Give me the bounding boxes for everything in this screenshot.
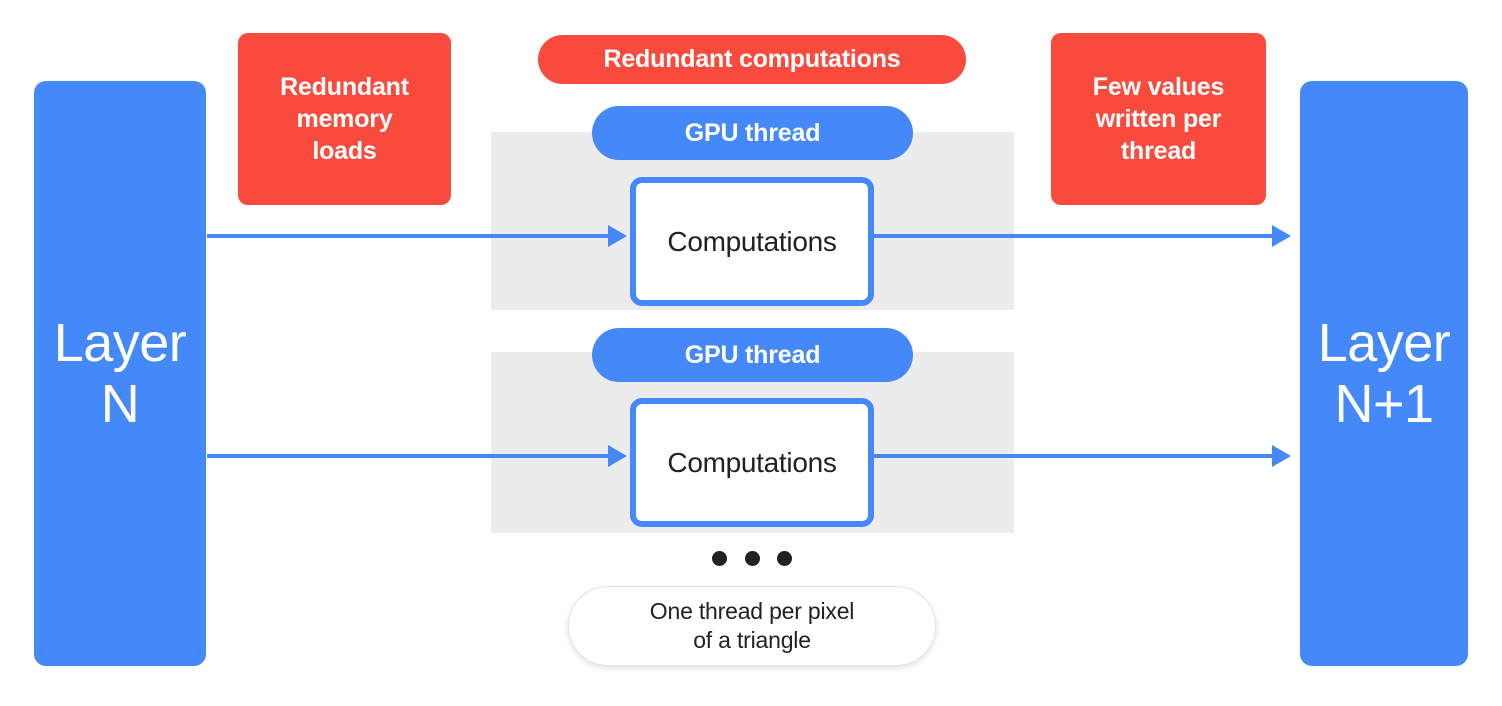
arrow-thread-2-to-layer-n1-head-icon	[1272, 445, 1291, 467]
layer-n-plus-1-block: Layer N+1	[1300, 81, 1468, 666]
ellipsis-dot-3	[777, 550, 792, 566]
more-threads-ellipsis-icon	[712, 548, 792, 568]
arrow-layer-n-to-thread-1-line	[207, 234, 619, 238]
arrow-layer-n-to-thread-1-head-icon	[608, 225, 627, 247]
arrow-thread-2-to-layer-n1-line	[874, 454, 1278, 458]
arrow-thread-1-to-layer-n1-head-icon	[1272, 225, 1291, 247]
callout-redundant-computations: Redundant computations	[538, 35, 966, 84]
arrow-layer-n-to-thread-2-head-icon	[608, 445, 627, 467]
gpu-thread-pill-1: GPU thread	[592, 106, 913, 160]
ellipsis-dot-1	[712, 550, 727, 566]
ellipsis-dot-2	[744, 550, 760, 566]
computations-box-2: Computations	[630, 398, 874, 527]
arrow-thread-1-to-layer-n1-line	[874, 234, 1278, 238]
callout-redundant-memory-loads: Redundant memory loads	[238, 33, 451, 205]
arrow-layer-n-to-thread-2-line	[207, 454, 619, 458]
callout-few-values-written-per-thread: Few values written per thread	[1051, 33, 1266, 205]
layer-n-block: Layer N	[34, 81, 206, 666]
computations-box-1: Computations	[630, 177, 874, 306]
footnote-pill-one-thread-per-pixel: One thread per pixel of a triangle	[568, 586, 936, 666]
gpu-thread-pill-2: GPU thread	[592, 328, 913, 382]
